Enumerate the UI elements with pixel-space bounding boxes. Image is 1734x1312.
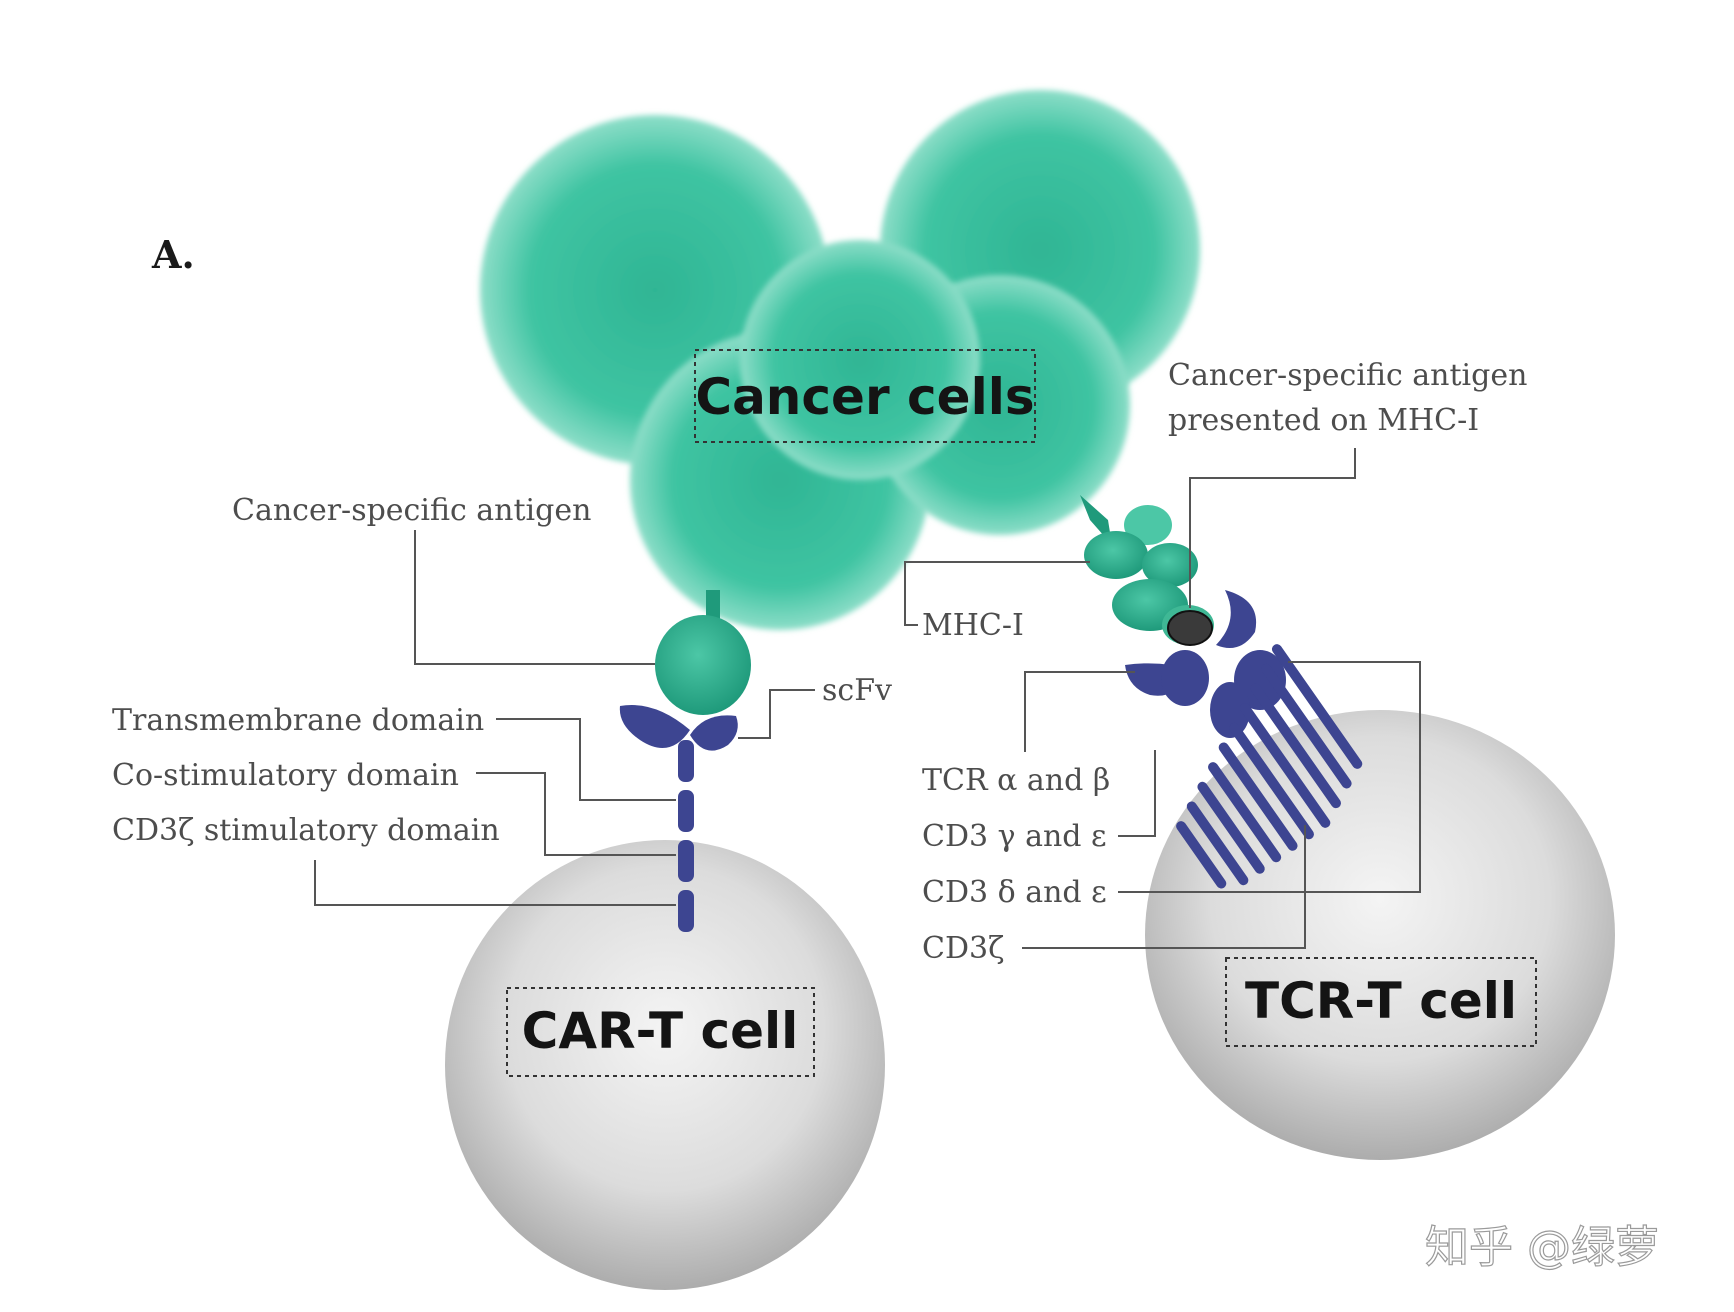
tcr-ab-leader <box>1024 671 1135 752</box>
car-receptor <box>619 590 751 932</box>
cancer-cells-label: Cancer cells <box>695 368 1034 426</box>
tcr-complex <box>1080 495 1363 889</box>
cd3z-segment <box>678 840 694 882</box>
cd3-ge-label: CD3 γ and ε <box>922 819 1107 854</box>
cd3-chain <box>1240 703 1331 828</box>
costim-segment <box>678 790 694 832</box>
scfv-label: scFv <box>822 673 892 708</box>
watermark: 知乎 @绿萝 <box>1425 1222 1659 1273</box>
cd3-chain <box>1218 742 1298 851</box>
cd3-epsilon <box>1234 650 1286 710</box>
mhc-domain <box>1124 505 1172 545</box>
tcr-t-cell-label: TCR-T cell <box>1245 972 1517 1030</box>
car-antigen-label: Cancer-specific antigen <box>232 493 591 528</box>
car-antigen-leader <box>414 530 655 665</box>
cd3z-tcr-label: CD3ζ <box>922 931 1004 966</box>
tcr-antigen-leader <box>1189 448 1356 608</box>
scfv-leader <box>738 689 815 739</box>
tcr-antigen-label-line2: presented on MHC-I <box>1168 403 1479 438</box>
panel-label: A. <box>151 232 195 277</box>
mhc-leader <box>904 561 1090 626</box>
mhc-domain <box>1084 531 1148 579</box>
scfv-right <box>690 715 738 751</box>
cd3-chain-bundle <box>1176 644 1363 889</box>
cancer-cell <box>740 240 980 480</box>
cancer-cell-cluster <box>480 90 1200 630</box>
cd3-de-leader <box>1118 661 1421 893</box>
cd3-ge-leader <box>1118 750 1156 837</box>
tcr-ab-label: TCR α and β <box>922 763 1110 798</box>
costim-label: Co-stimulatory domain <box>112 758 459 793</box>
cd3-chain <box>1229 722 1314 840</box>
cd3-chain <box>1271 644 1363 769</box>
cancer-label-box <box>694 349 1036 443</box>
car-t-cell <box>445 840 885 1290</box>
tcr-t-label-box <box>1225 957 1537 1047</box>
cd3z-car-leader <box>314 860 676 906</box>
cd3-chain <box>1176 821 1227 889</box>
mhc-stalk <box>1080 495 1112 545</box>
cd3-chain <box>1250 683 1341 809</box>
mhc-domain <box>1142 543 1198 587</box>
car-t-cell-label: CAR-T cell <box>522 1002 799 1060</box>
mhc-label: MHC-I <box>922 608 1024 643</box>
transmembrane-label: Transmembrane domain <box>112 703 484 738</box>
cd3z-car-label: CD3ζ stimulatory domain <box>112 813 500 848</box>
car-t-label-box <box>506 987 815 1077</box>
tcr-antigen-label-line1: Cancer-specific antigen <box>1168 358 1527 393</box>
cd3-chain <box>1261 663 1352 789</box>
cd3-de-label: CD3 δ and ε <box>922 875 1107 910</box>
car-antigen <box>655 615 751 715</box>
transmembrane-segment <box>678 740 694 782</box>
cd3z-segment <box>678 890 694 932</box>
cd3-chain <box>1208 762 1282 863</box>
tcr-beta-chain <box>1216 590 1257 649</box>
cd3-gamma <box>1210 682 1250 738</box>
scfv-left <box>619 705 690 748</box>
tcr-t-cell <box>1145 710 1615 1160</box>
presented-antigen <box>1167 610 1213 646</box>
costim-leader <box>476 772 676 856</box>
cd3-chain <box>1197 781 1265 874</box>
transmembrane-leader <box>496 718 676 801</box>
tcr-domain <box>1161 650 1209 706</box>
cd3z-tcr-leader <box>1022 825 1306 949</box>
cd3-chain <box>1186 801 1249 886</box>
